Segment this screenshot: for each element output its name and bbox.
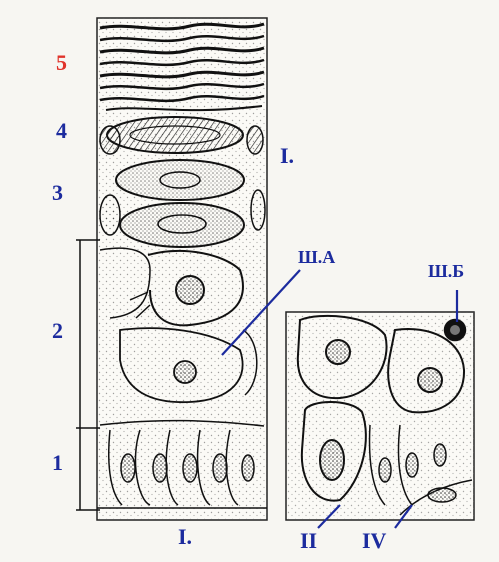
inset-panel <box>286 312 474 520</box>
layer-4-label: 4 <box>56 120 67 142</box>
layer-3-label: 3 <box>52 182 63 204</box>
inset-label-iv: IV <box>362 530 386 552</box>
pointer-b-label: Ш.Б <box>428 262 464 280</box>
layer-5-label: 5 <box>56 52 67 74</box>
panel-label-right-of-main: I. <box>280 145 294 167</box>
inset-label-ii: II <box>300 530 317 552</box>
panel-label-bottom-of-main: I. <box>178 526 192 548</box>
layer-2-label: 2 <box>52 320 63 342</box>
main-epidermis-panel <box>76 18 267 520</box>
pointer-a-label: Ш.А <box>298 248 335 266</box>
layer-1-label: 1 <box>52 452 63 474</box>
